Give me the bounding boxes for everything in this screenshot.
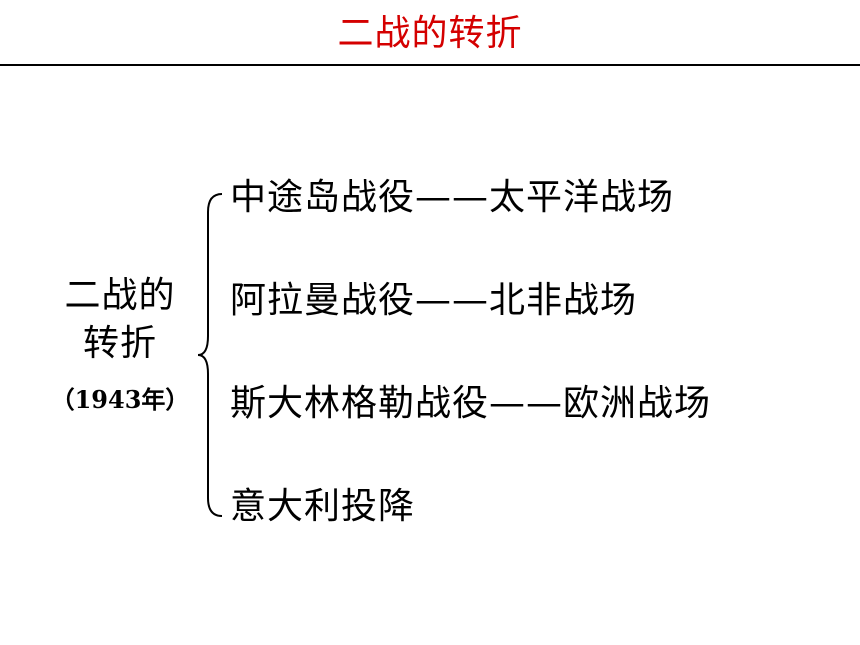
topic-label-line-2: 转折 xyxy=(82,323,157,364)
topic-label: 二战的 转折 （1943年） xyxy=(40,272,200,420)
list-item-el-alamein: 阿拉曼战役——北非战场 xyxy=(230,280,638,321)
list-item-stalingrad: 斯大林格勒战役——欧洲战场 xyxy=(230,383,712,424)
topic-label-line-1: 二战的 xyxy=(64,275,176,316)
left-curly-brace xyxy=(197,193,223,517)
topic-year: （1943年） xyxy=(50,385,190,414)
title-divider xyxy=(0,64,860,66)
list-item-midway: 中途岛战役——太平洋战场 xyxy=(230,177,675,218)
slide-title: 二战的转折 xyxy=(337,13,523,54)
turning-point-list: 中途岛战役——太平洋战场 阿拉曼战役——北非战场 斯大林格勒战役——欧洲战场 意… xyxy=(230,168,711,580)
list-item-italy-surrender: 意大利投降 xyxy=(230,486,416,527)
